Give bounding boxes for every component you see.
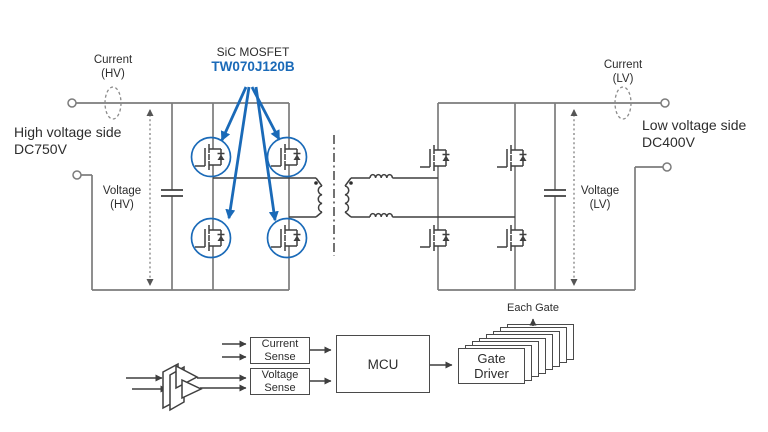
mosfet-type-label: SiC MOSFET	[216, 45, 290, 59]
mosfet-q1-icon	[194, 143, 226, 171]
dc-link-capacitor-lv	[544, 189, 566, 197]
gate-driver-stack: Gate Driver	[458, 324, 574, 386]
mosfet-highlight-circle	[190, 217, 232, 259]
dc-link-capacitor-hv	[161, 189, 183, 197]
voltage-lv-label: Voltage (LV)	[580, 185, 620, 211]
mosfet-q5-icon	[419, 144, 451, 172]
transformer-dot-secondary	[349, 181, 353, 185]
hv-full-bridge	[190, 136, 308, 259]
transformer-dot-primary	[314, 181, 318, 185]
hv-terminal-minus	[72, 170, 82, 180]
current-lv-label: Current (LV)	[603, 59, 643, 85]
mosfet-q2-icon	[270, 143, 302, 171]
mosfet-q6-icon	[496, 144, 528, 172]
isolation-amplifier-icon	[162, 362, 203, 412]
mosfet-pointer-arrows	[220, 86, 281, 222]
transformer-link	[213, 173, 515, 218]
voltage-hv-label: Voltage (HV)	[102, 185, 142, 211]
lv-terminal-plus	[660, 98, 670, 108]
mosfet-q7-icon	[419, 224, 451, 252]
mosfet-part-number: TW070J120B	[211, 59, 295, 74]
gate-driver-box: Gate Driver	[458, 348, 525, 384]
lv-side-label: Low voltage side DC400V	[642, 117, 747, 150]
current-hv-label: Current (HV)	[93, 54, 133, 80]
hv-terminal-plus	[67, 98, 77, 108]
mcu-box: MCU	[336, 335, 430, 393]
hv-side-label: High voltage side DC750V	[14, 124, 122, 157]
lv-terminal-minus	[662, 162, 672, 172]
lv-full-bridge	[419, 144, 528, 252]
each-gate-label: Each Gate	[507, 302, 559, 314]
current-lv-sensor-icon	[614, 86, 632, 120]
current-hv-sensor-icon	[104, 86, 122, 120]
mosfet-q3-icon	[194, 224, 226, 252]
sic-mosfet-label: SiC MOSFET TW070J120B	[190, 45, 316, 75]
current-sense-box: Current Sense	[250, 337, 310, 364]
voltage-sense-box: Voltage Sense	[250, 368, 310, 395]
mosfet-highlight-circle	[266, 136, 308, 178]
mosfet-highlight-circle	[190, 136, 232, 178]
mosfet-q4-icon	[270, 224, 302, 252]
mosfet-q8-icon	[496, 224, 528, 252]
lv-bridge-wires	[437, 102, 663, 291]
mosfet-highlight-circle	[266, 217, 308, 259]
